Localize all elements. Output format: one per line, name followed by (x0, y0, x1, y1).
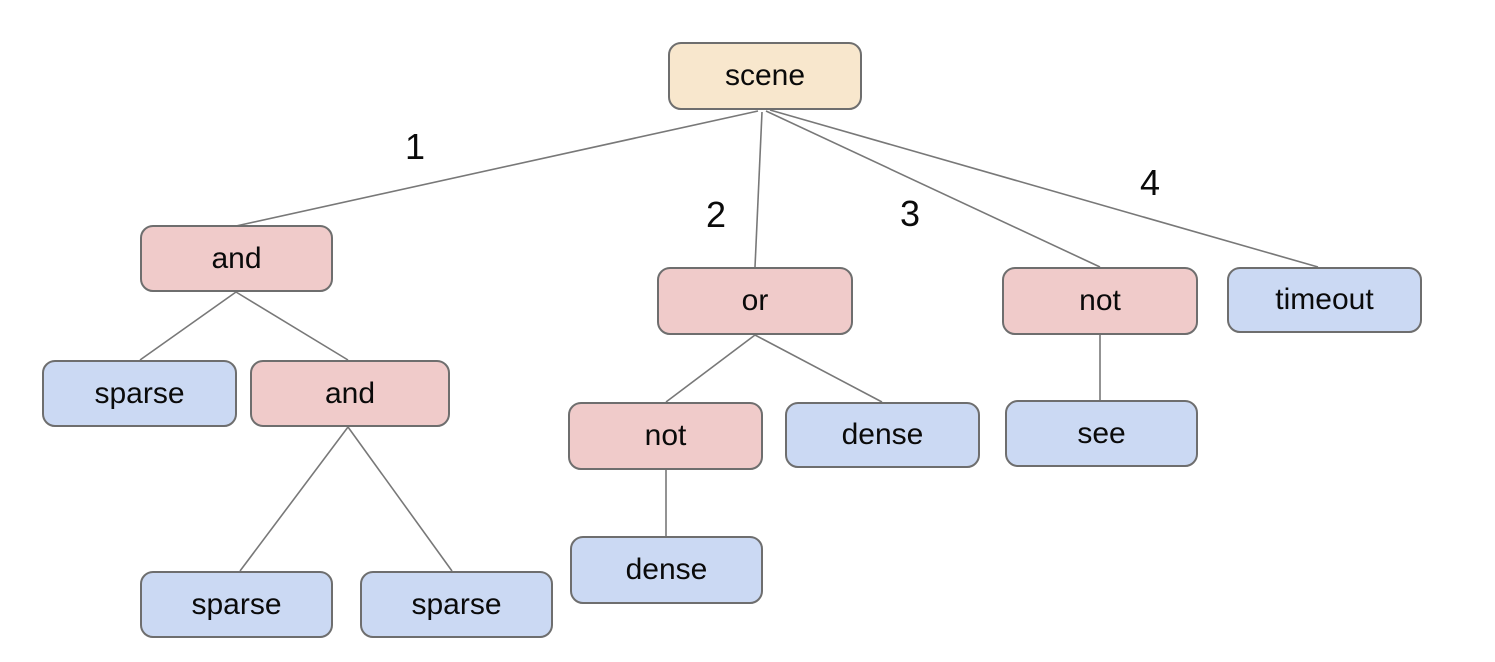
tree-node-not-2-label: not (644, 419, 687, 452)
tree-node-and-2: and (250, 360, 450, 427)
tree-node-dense-2-label: dense (625, 553, 708, 586)
tree-node-not-1-label: not (1079, 284, 1121, 317)
tree-node-and-1-label: and (211, 241, 262, 275)
edge-and-sparse (139, 291, 237, 361)
edge-and2-sparse-r (347, 426, 453, 572)
tree-node-sparse-3: sparse (360, 571, 553, 638)
tree-node-sparse-1-label: sparse (94, 376, 185, 410)
edge-scene-timeout (769, 109, 1319, 268)
tree-node-dense-2: dense (570, 536, 763, 604)
tree-node-sparse-1: sparse (42, 360, 237, 427)
edge-scene-not (765, 110, 1101, 268)
edge-scene-and (235, 110, 759, 227)
tree-node-or: or (657, 267, 853, 335)
tree-node-see: see (1005, 400, 1198, 467)
edge-label-4: 4 (1139, 162, 1161, 203)
tree-node-sparse-3-label: sparse (411, 587, 502, 621)
edge-or-not (665, 334, 756, 403)
tree-node-scene-label: scene (724, 59, 806, 92)
edge-scene-or (754, 111, 763, 268)
edge-and-and (235, 291, 349, 361)
tree-node-see-label: see (1077, 416, 1126, 450)
tree-node-scene: scene (668, 42, 862, 110)
tree-node-dense-1-label: dense (841, 418, 924, 451)
edge-or-dense (754, 334, 883, 403)
edge-label-2: 2 (705, 194, 727, 235)
edge-label-3: 3 (899, 193, 921, 234)
tree-node-sparse-2-label: sparse (191, 587, 282, 621)
tree-node-or-label: or (741, 284, 769, 317)
tree-node-and-1: and (140, 225, 333, 292)
edge-and2-sparse-l (239, 426, 349, 572)
tree-node-and-2-label: and (324, 376, 376, 410)
tree-node-dense-1: dense (785, 402, 980, 468)
edge-label-1: 1 (404, 126, 426, 167)
tree-node-sparse-2: sparse (140, 571, 333, 638)
tree-node-timeout-label: timeout (1275, 283, 1374, 316)
tree-node-timeout: timeout (1227, 267, 1422, 333)
tree-node-not-1: not (1002, 267, 1198, 335)
tree-node-not-2: not (568, 402, 763, 470)
